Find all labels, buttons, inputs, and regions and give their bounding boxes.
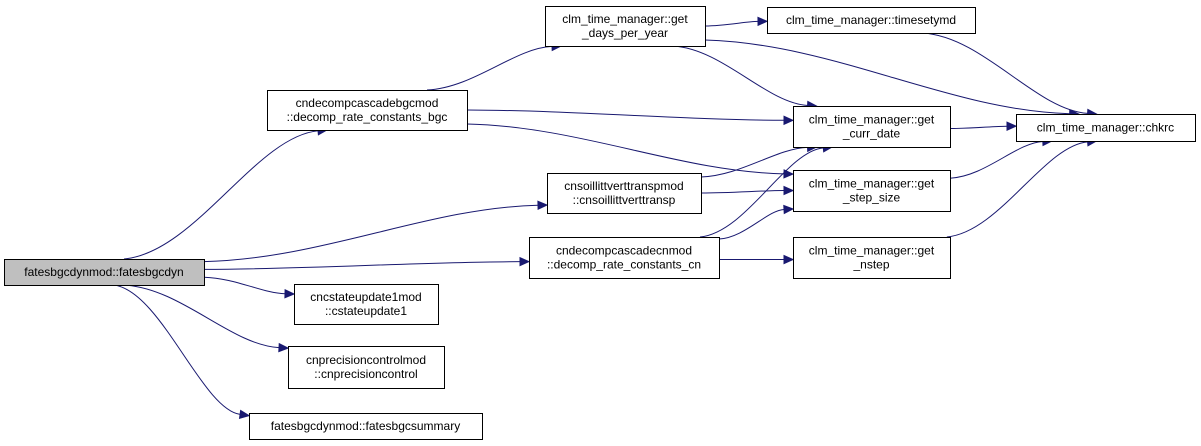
edge-decomp_bgc-to-curr_date: [466, 109, 785, 121]
node-label-line: cnprecisioncontrolmod: [306, 353, 426, 367]
node-label-line: clm_time_manager::timesetymd: [786, 13, 956, 27]
node-label-line: clm_time_manager::get: [809, 177, 935, 191]
edge-fatesbgcdyn-to-fatesbgcsummary: [113, 284, 241, 415]
node-label-line: _nstep: [852, 258, 889, 272]
node-step_size[interactable]: clm_time_manager::get_step_size: [793, 170, 951, 212]
edge-fatesbgcdyn-to-cnprecision: [123, 284, 280, 349]
node-box: [767, 7, 976, 34]
node-label-line: clm_time_manager::get: [809, 244, 935, 258]
node-nstep[interactable]: clm_time_manager::get_nstep: [793, 237, 951, 279]
node-label-line: ::cstateupdate1: [325, 304, 407, 318]
edge-days_per_year-to-chkrc: [704, 39, 1070, 115]
arrowhead-fatesbgcdyn-to-fatesbgcsummary: [238, 409, 251, 420]
node-box: [793, 170, 951, 212]
arrowhead-days_per_year-to-timesetymd: [757, 16, 769, 27]
edge-curr_date-to-chkrc: [949, 125, 1008, 130]
node-box: [793, 106, 951, 148]
edge-nstep-to-chkrc: [946, 141, 1088, 238]
node-label-line: _curr_date: [842, 127, 901, 141]
node-label-line: ::decomp_rate_constants_bgc: [287, 110, 448, 124]
node-label-line: cndecompcascadebgcmod: [296, 96, 439, 110]
edge-timesetymd-to-chkrc: [922, 32, 1088, 114]
node-box: [267, 90, 468, 131]
node-timesetymd[interactable]: clm_time_manager::timesetymd: [767, 7, 976, 34]
node-decomp_cn[interactable]: cndecompcascadecnmod::decomp_rate_consta…: [529, 237, 720, 279]
node-label-line: fatesbgcdynmod::fatesbgcdyn: [24, 265, 183, 279]
node-label-line: cndecompcascadecnmod: [556, 244, 692, 258]
node-box: [249, 413, 483, 440]
node-label-line: fatesbgcdynmod::fatesbgcsummary: [271, 419, 460, 433]
node-box: [545, 6, 706, 47]
node-box: [529, 237, 720, 279]
node-days_per_year[interactable]: clm_time_manager::get_days_per_year: [545, 6, 706, 47]
arrowhead-decomp_bgc-to-step_size: [783, 169, 795, 179]
node-label-line: _days_per_year: [581, 26, 668, 40]
edge-fatesbgcdyn-to-decomp_bgc: [123, 130, 319, 260]
node-label-line: ::decomp_rate_constants_cn: [547, 258, 701, 272]
arrowhead-curr_date-to-chkrc: [1006, 121, 1018, 131]
edge-cnsoillitt-to-curr_date: [700, 146, 808, 178]
edge-decomp_cn-to-step_size: [718, 208, 785, 240]
edge-cnsoillitt-to-step_size: [700, 190, 785, 194]
arrowhead-decomp_cn-to-nstep: [783, 254, 795, 265]
node-box: [288, 346, 445, 389]
node-label-line: ::cnprecisioncontrol: [314, 367, 417, 381]
node-label-line: _step_size: [842, 191, 901, 205]
arrowhead-cnsoillitt-to-step_size: [783, 185, 795, 196]
edge-decomp_bgc-to-days_per_year: [426, 45, 553, 91]
edge-days_per_year-to-timesetymd: [704, 20, 759, 27]
arrowhead-fatesbgcdyn-to-decomp_cn: [519, 256, 531, 267]
edge-step_size-to-chkrc: [949, 140, 1043, 179]
arrowhead-fatesbgcdyn-to-cstateupdate1: [284, 288, 296, 299]
arrowhead-fatesbgcdyn-to-cnprecision: [278, 342, 290, 353]
arrowhead-fatesbgcdyn-to-cnsoillitt: [537, 200, 549, 210]
edge-days_per_year-to-curr_date: [672, 45, 808, 106]
node-chkrc[interactable]: clm_time_manager::chkrc: [1016, 114, 1196, 142]
node-decomp_bgc[interactable]: cndecompcascadebgcmod::decomp_rate_const…: [267, 90, 468, 131]
edge-fatesbgcdyn-to-cnsoillitt: [203, 204, 539, 263]
node-cnsoillitt[interactable]: cnsoillittverttranspmod::cnsoillittvertt…: [547, 173, 702, 214]
node-cnprecision[interactable]: cnprecisioncontrolmod::cnprecisioncontro…: [288, 346, 445, 389]
arrowhead-decomp_bgc-to-curr_date: [783, 115, 795, 126]
node-label-line: ::cnsoillittverttransp: [573, 193, 676, 207]
edge-decomp_cn-to-curr_date: [699, 147, 824, 238]
node-box: [4, 259, 205, 286]
node-label-line: clm_time_manager::get: [809, 113, 935, 127]
arrowhead-decomp_cn-to-step_size: [783, 204, 795, 215]
node-box: [793, 237, 951, 279]
node-box: [1016, 114, 1196, 142]
node-label-line: clm_time_manager::get: [562, 12, 688, 26]
node-box: [547, 173, 702, 214]
node-label-line: cncstateupdate1mod: [310, 290, 421, 304]
edges-layer: [113, 16, 1098, 420]
node-curr_date[interactable]: clm_time_manager::get_curr_date: [793, 106, 951, 148]
nodes-layer: fatesbgcdynmod::fatesbgcdyn cndecompcasca…: [4, 6, 1196, 440]
edge-decomp_bgc-to-step_size: [466, 123, 785, 175]
node-fatesbgcsummary[interactable]: fatesbgcdynmod::fatesbgcsummary: [249, 413, 483, 440]
node-label-line: cnsoillittverttranspmod: [564, 179, 683, 193]
node-box: [294, 284, 439, 325]
edge-fatesbgcdyn-to-cstateupdate1: [203, 276, 286, 295]
node-cstateupdate1[interactable]: cncstateupdate1mod::cstateupdate1: [294, 284, 439, 325]
node-fatesbgcdyn: fatesbgcdynmod::fatesbgcdyn: [4, 259, 205, 286]
edge-fatesbgcdyn-to-decomp_cn: [203, 261, 521, 270]
node-label-line: clm_time_manager::chkrc: [1037, 121, 1174, 135]
